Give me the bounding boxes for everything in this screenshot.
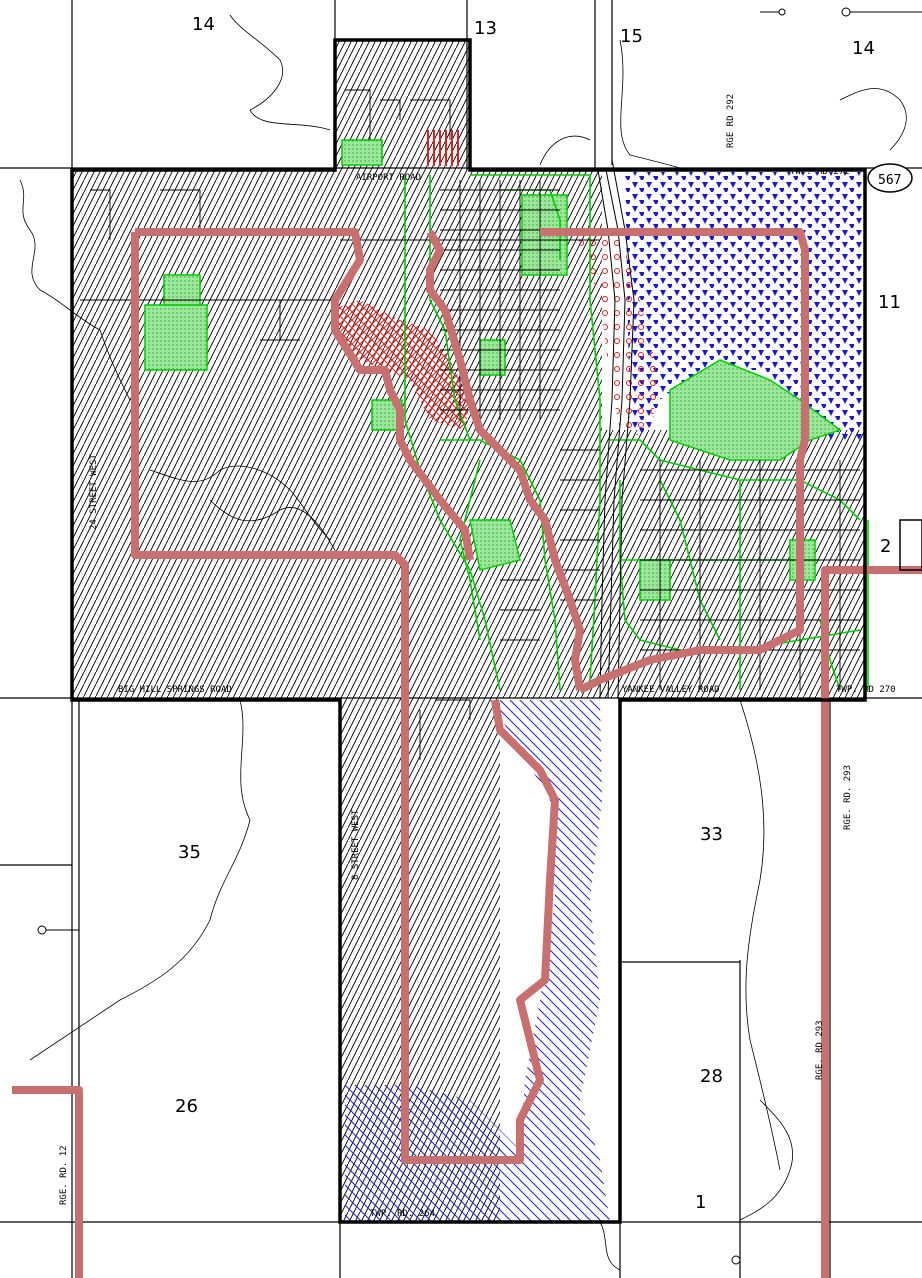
red-vertical-hatch bbox=[427, 130, 459, 166]
road-labels: RGE RD 292 TWP. RD 272 567 24 STREET WES… bbox=[59, 94, 901, 1219]
section-labels: 14 13 15 14 11 2 35 33 26 28 1 bbox=[175, 14, 901, 1213]
label-rge-rd-12: RGE. RD. 12 bbox=[59, 1145, 69, 1205]
right-edge-marker bbox=[899, 519, 922, 571]
section-2: 2 bbox=[880, 536, 891, 557]
highway-567-marker bbox=[867, 163, 913, 193]
plan-area-outline bbox=[70, 38, 867, 1224]
label-twp-rd-264: TWP. RD. 264 bbox=[370, 1209, 435, 1219]
label-rge-rd-293-lower: RGE. RD 293 bbox=[815, 1020, 825, 1080]
label-twp-rd-272: TWP. RD 272 bbox=[790, 167, 850, 177]
road-stubs bbox=[37, 7, 922, 1265]
section-35: 35 bbox=[178, 842, 201, 863]
section-13: 13 bbox=[474, 18, 497, 39]
section-33: 33 bbox=[700, 824, 723, 845]
section-1: 1 bbox=[695, 1192, 706, 1213]
label-rge-rd-292: RGE RD 292 bbox=[726, 94, 736, 148]
section-14-left: 14 bbox=[192, 14, 215, 35]
label-rge-rd-293-upper: RGE. RD. 293 bbox=[843, 765, 853, 830]
label-8-street-west: 8 STREET WEST bbox=[351, 809, 361, 880]
section-26: 26 bbox=[175, 1096, 198, 1117]
red-crosshatch-zone bbox=[330, 300, 470, 430]
red-circle-zone bbox=[575, 230, 660, 430]
creeks bbox=[19, 14, 907, 1271]
label-twp-rd-270: TWP. RD 270 bbox=[836, 685, 896, 695]
section-15: 15 bbox=[620, 26, 643, 47]
label-yankee-valley-road: YANKEE VALLEY ROAD bbox=[622, 685, 720, 695]
section-11: 11 bbox=[878, 292, 901, 313]
street-grid bbox=[80, 89, 860, 760]
section-28: 28 bbox=[700, 1066, 723, 1087]
label-airport-road: AIRPORT ROAD bbox=[356, 173, 421, 183]
label-24-street-west: 24 STREET WEST bbox=[89, 454, 99, 530]
blue-hatched-zone bbox=[345, 700, 610, 1222]
label-highway-567: 567 bbox=[878, 173, 901, 188]
label-big-hill-springs-road: BIG HILL SPRINGS ROAD bbox=[118, 685, 232, 695]
section-14-right: 14 bbox=[852, 38, 875, 59]
plan-boundary bbox=[12, 228, 922, 1278]
